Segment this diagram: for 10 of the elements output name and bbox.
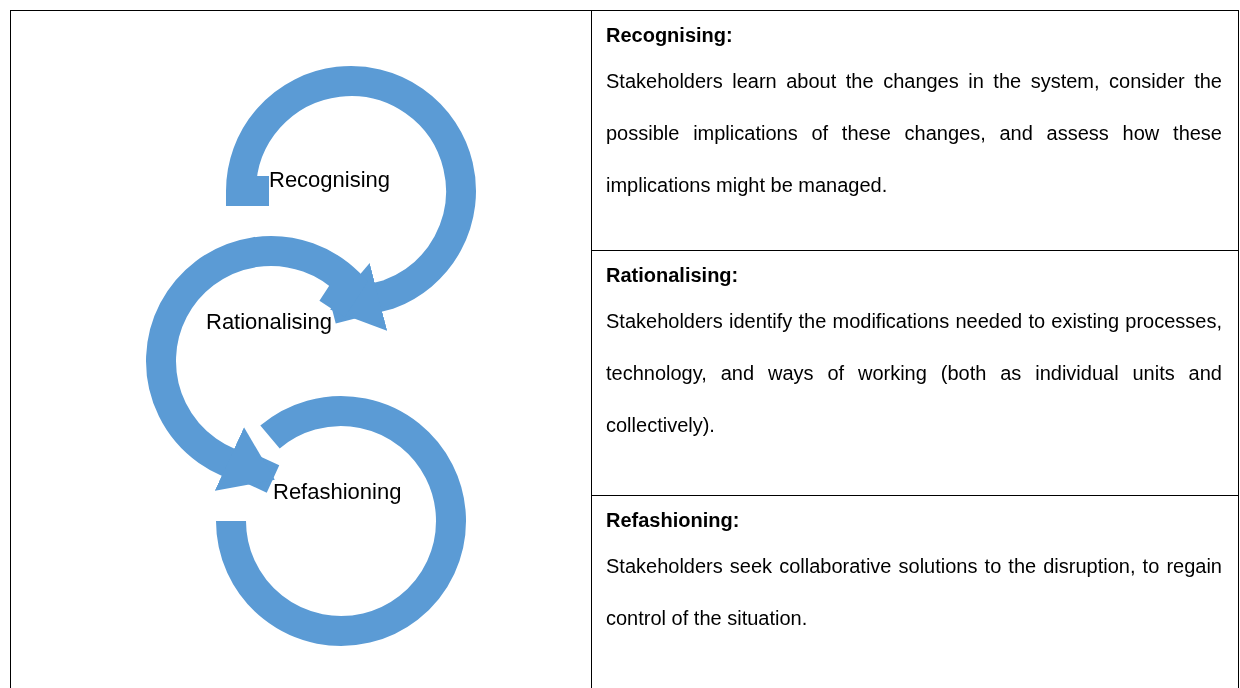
stage-description: Stakeholders identify the modifications needed to existing processes, technology, and ways of working (both as individual units and collectively). <box>606 309 1222 438</box>
stage-heading: Rationalising: <box>606 263 739 288</box>
stage-heading: Refashioning: <box>606 508 740 533</box>
stage-description: Stakeholders seek collaborative solutions to the disruption, to regain control of the situation. <box>606 554 1222 631</box>
stage-label: Rationalising <box>206 309 332 335</box>
stage-label: Refashioning <box>273 479 402 505</box>
curved-arrow <box>226 66 476 331</box>
stage-label: Recognising <box>269 167 391 193</box>
stage-description: Stakeholders learn about the changes in the system, consider the possible implications of these changes, and assess how these implications might be managed. <box>606 69 1222 198</box>
stage-heading: Recognising: <box>606 23 733 48</box>
